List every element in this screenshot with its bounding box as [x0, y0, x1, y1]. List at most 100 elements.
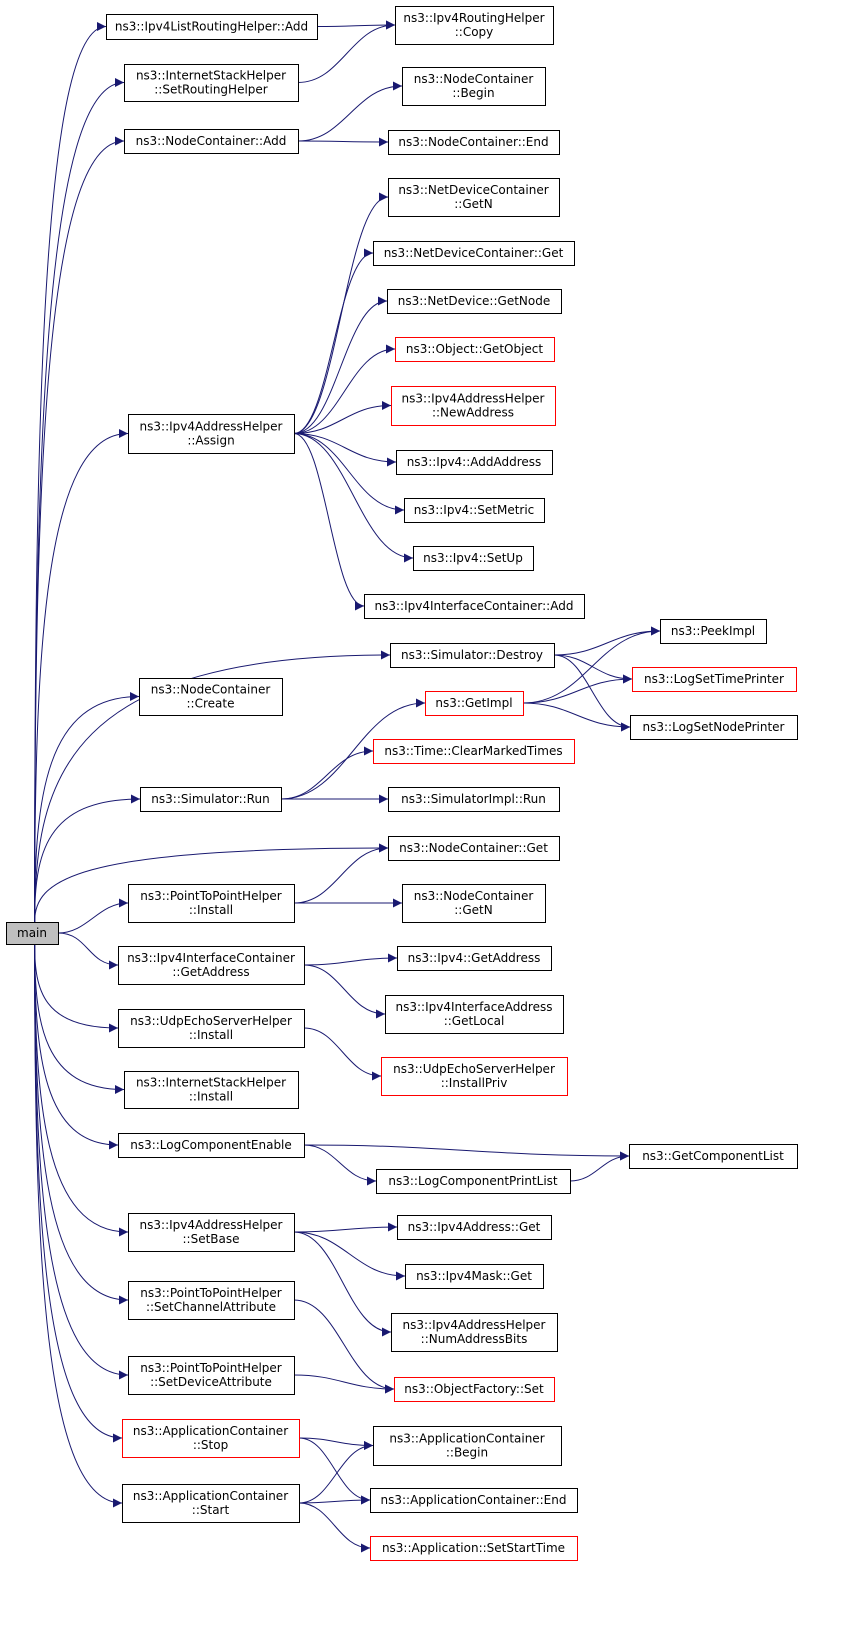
- edge-sim_destroy-to-logsettime: [553, 654, 633, 684]
- node-ndc_get[interactable]: ns3::NetDeviceContainer::Get: [373, 241, 575, 266]
- node-label: ns3::LogComponentPrintList: [388, 1174, 558, 1188]
- edge-main-to-lce: [34, 943, 119, 1150]
- node-ipv4ah_setbase[interactable]: ns3::Ipv4AddressHelper::SetBase: [128, 1213, 295, 1252]
- node-ipv4ia_getlocal[interactable]: ns3::Ipv4InterfaceAddress::GetLocal: [385, 995, 564, 1034]
- node-udpes_installpriv[interactable]: ns3::UdpEchoServerHelper::InstallPriv: [381, 1057, 568, 1096]
- node-nc_create[interactable]: ns3::NodeContainer::Create: [139, 678, 283, 716]
- edge-ipv4ah_setbase-to-ipv4ah_numbits: [293, 1231, 392, 1337]
- node-nd_getnode[interactable]: ns3::NetDevice::GetNode: [387, 289, 562, 314]
- node-ac_start[interactable]: ns3::ApplicationContainer::Start: [122, 1484, 300, 1523]
- node-obj_getobject[interactable]: ns3::Object::GetObject: [395, 337, 555, 362]
- node-ipv4a_get[interactable]: ns3::Ipv4Address::Get: [397, 1215, 552, 1240]
- node-box: [390, 643, 555, 668]
- node-nc_begin[interactable]: ns3::NodeContainer::Begin: [402, 67, 546, 106]
- node-label: ns3::NodeContainer::Add: [136, 134, 287, 148]
- node-box: [370, 1488, 578, 1513]
- node-ndc_getn[interactable]: ns3::NetDeviceContainer::GetN: [388, 178, 560, 217]
- node-ipv4_addaddr[interactable]: ns3::Ipv4::AddAddress: [396, 450, 553, 475]
- node-ipv4_setup[interactable]: ns3::Ipv4::SetUp: [413, 546, 534, 571]
- node-box: [397, 1215, 552, 1240]
- edge-main-to-nc_create: [34, 692, 140, 923]
- node-label: ns3::Ipv4::GetAddress: [408, 951, 541, 965]
- node-lce[interactable]: ns3::LogComponentEnable: [118, 1133, 305, 1158]
- edge-lcpl-to-getcomplist: [569, 1151, 630, 1182]
- node-app_setstart[interactable]: ns3::Application::SetStartTime: [370, 1536, 578, 1561]
- node-ipv4ic_getaddr[interactable]: ns3::Ipv4InterfaceContainer::GetAddress: [118, 946, 305, 985]
- node-box: [128, 1281, 295, 1320]
- node-ac_begin[interactable]: ns3::ApplicationContainer::Begin: [373, 1426, 562, 1466]
- edge-ipv4ah_assign-to-ipv4_setmetric: [293, 433, 405, 515]
- node-label: ns3::ApplicationContainer: [133, 1489, 288, 1503]
- node-udpes_install[interactable]: ns3::UdpEchoServerHelper::Install: [118, 1009, 305, 1048]
- edge-getimpl-to-logsettime: [522, 674, 633, 704]
- node-ipv4rh_copy[interactable]: ns3::Ipv4RoutingHelper::Copy: [395, 6, 554, 45]
- node-label: ns3::ApplicationContainer: [389, 1432, 544, 1446]
- node-ipv4_getaddr[interactable]: ns3::Ipv4::GetAddress: [397, 946, 552, 971]
- node-sim_run[interactable]: ns3::Simulator::Run: [140, 787, 282, 812]
- node-box: [395, 337, 555, 362]
- node-box: [370, 1536, 578, 1561]
- edge-main-to-p2p_setdev: [34, 943, 129, 1380]
- node-label: ns3::Ipv4RoutingHelper: [403, 11, 544, 25]
- node-p2p_setchan[interactable]: ns3::PointToPointHelper::SetChannelAttri…: [128, 1281, 295, 1320]
- edge-p2p_setchan-to-of_set: [293, 1299, 395, 1394]
- node-peekimpl[interactable]: ns3::PeekImpl: [660, 619, 767, 644]
- node-box: [128, 1356, 295, 1395]
- node-p2p_install[interactable]: ns3::PointToPointHelper::Install: [128, 884, 295, 923]
- node-time_clear[interactable]: ns3::Time::ClearMarkedTimes: [373, 739, 575, 764]
- node-sim_destroy[interactable]: ns3::Simulator::Destroy: [390, 643, 555, 668]
- node-label: ::SetDeviceAttribute: [150, 1375, 272, 1389]
- node-ac_end[interactable]: ns3::ApplicationContainer::End: [370, 1488, 578, 1513]
- node-label: ::Begin: [446, 1446, 488, 1460]
- node-nc_add[interactable]: ns3::NodeContainer::Add: [124, 129, 299, 154]
- node-ish_setrouting[interactable]: ns3::InternetStackHelper::SetRoutingHelp…: [124, 64, 299, 102]
- node-ipv4ah_assign[interactable]: ns3::Ipv4AddressHelper::Assign: [128, 414, 295, 454]
- node-label: ns3::Ipv4Address::Get: [408, 1220, 541, 1234]
- node-nc_end[interactable]: ns3::NodeContainer::End: [388, 130, 560, 155]
- node-label: ns3::LogSetTimePrinter: [644, 672, 784, 686]
- edge-ish_setrouting-to-ipv4rh_copy: [297, 20, 396, 83]
- node-logsetnode[interactable]: ns3::LogSetNodePrinter: [630, 715, 798, 740]
- node-ipv4lrh_add[interactable]: ns3::Ipv4ListRoutingHelper::Add: [106, 14, 318, 40]
- node-box: [122, 1419, 300, 1458]
- node-label: ::NewAddress: [432, 406, 514, 420]
- node-box: [373, 241, 575, 266]
- node-label: ::GetN: [454, 903, 492, 917]
- node-label: ns3::Ipv4AddressHelper: [403, 1318, 546, 1332]
- node-ipv4m_get[interactable]: ns3::Ipv4Mask::Get: [405, 1264, 544, 1289]
- node-box: [118, 1133, 305, 1158]
- node-nc_getn[interactable]: ns3::NodeContainer::GetN: [402, 884, 546, 923]
- node-ac_stop[interactable]: ns3::ApplicationContainer::Stop: [122, 1419, 300, 1458]
- node-ipv4ah_numbits[interactable]: ns3::Ipv4AddressHelper::NumAddressBits: [391, 1313, 558, 1352]
- node-p2p_setdev[interactable]: ns3::PointToPointHelper::SetDeviceAttrib…: [128, 1356, 295, 1395]
- edge-ipv4ah_assign-to-ndc_get: [293, 248, 374, 434]
- node-lcpl[interactable]: ns3::LogComponentPrintList: [376, 1169, 571, 1194]
- node-box: [413, 546, 534, 571]
- node-label: ns3::Ipv4AddressHelper: [140, 1218, 283, 1232]
- node-nc_get[interactable]: ns3::NodeContainer::Get: [388, 836, 560, 861]
- node-of_set[interactable]: ns3::ObjectFactory::Set: [394, 1377, 555, 1402]
- node-label: ns3::ApplicationContainer::End: [381, 1493, 567, 1507]
- edge-ac_stop-to-ac_begin: [298, 1437, 374, 1450]
- node-label: ns3::Application::SetStartTime: [382, 1541, 565, 1555]
- node-label: ns3::Ipv4::AddAddress: [407, 455, 542, 469]
- node-label: ns3::LogComponentEnable: [130, 1138, 292, 1152]
- edge-sim_destroy-to-peekimpl: [553, 626, 661, 656]
- node-ish_install[interactable]: ns3::InternetStackHelper::Install: [124, 1071, 299, 1109]
- node-logsettime[interactable]: ns3::LogSetTimePrinter: [632, 667, 797, 692]
- node-getcomplist[interactable]: ns3::GetComponentList: [629, 1144, 798, 1169]
- node-ipv4ic_add[interactable]: ns3::Ipv4InterfaceContainer::Add: [364, 594, 585, 619]
- node-label: ns3::PointToPointHelper: [140, 1286, 282, 1300]
- node-label: ns3::Ipv4::SetMetric: [414, 503, 535, 517]
- edge-main-to-nc_get: [34, 843, 389, 923]
- node-ipv4ah_newaddr[interactable]: ns3::Ipv4AddressHelper::NewAddress: [391, 386, 556, 426]
- node-getimpl[interactable]: ns3::GetImpl: [425, 691, 524, 716]
- node-label: ::Install: [189, 1090, 233, 1104]
- edge-main-to-ish_setrouting: [34, 78, 125, 923]
- node-box: [106, 14, 318, 40]
- edge-ac_start-to-app_setstart: [298, 1502, 371, 1553]
- node-simimpl_run[interactable]: ns3::SimulatorImpl::Run: [388, 787, 560, 812]
- node-ipv4_setmetric[interactable]: ns3::Ipv4::SetMetric: [404, 498, 545, 523]
- edge-udpes_install-to-udpes_installpriv: [303, 1027, 382, 1081]
